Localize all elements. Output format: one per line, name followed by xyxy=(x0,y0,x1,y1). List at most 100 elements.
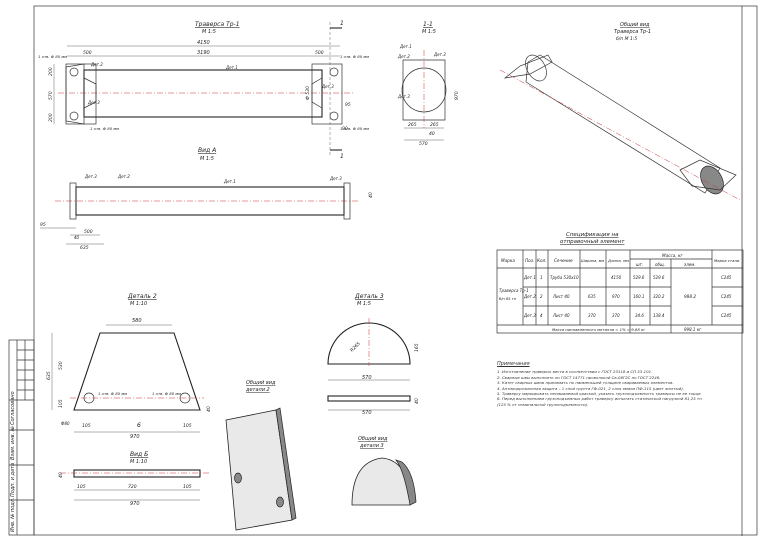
dim-570-main: 570 xyxy=(48,91,54,100)
dim-f80-det2: Ф80 xyxy=(61,421,70,426)
hole-label-tl: 1 отв. Ф 80 мм xyxy=(38,54,67,59)
dim-970-sec: 970 xyxy=(454,91,460,100)
iso-pipe-end xyxy=(700,165,724,195)
dim-40-sec: 40 xyxy=(429,131,435,137)
svg-text:635: 635 xyxy=(588,294,596,299)
pipe-body xyxy=(83,69,323,118)
spec-h-mass: Масса, кг xyxy=(662,253,684,258)
notes-block: Примечания 1. Изготовление траверсы вест… xyxy=(497,361,759,407)
svg-text:С245: С245 xyxy=(721,275,732,280)
svg-text:529.6: 529.6 xyxy=(653,275,665,280)
dim-200-top: 200 xyxy=(48,67,54,76)
det2-scale: М 1:10 xyxy=(130,301,147,307)
spec-title2: отправочный элемент xyxy=(560,239,625,245)
right-hole-bottom xyxy=(329,111,339,121)
spec-element-mark2: б/п 65 тн xyxy=(499,297,517,301)
spec-h-qty: Кол. xyxy=(537,258,547,263)
left-hole-top xyxy=(69,67,79,77)
det2-iso-hole-r xyxy=(276,496,284,508)
dim-95-main: 95 xyxy=(345,102,351,108)
label-det1-va: Дет.1 xyxy=(223,179,236,184)
spec-h-mark: Марка xyxy=(501,258,515,263)
stamp-inv-orig: Инв. № подл. xyxy=(10,498,16,533)
det3-iso-title: Общий вид xyxy=(358,436,388,442)
det2-iso-title: Общий вид xyxy=(246,380,276,386)
spec-element-mark: Траверса Тр-1 xyxy=(499,288,529,293)
section-mark-bot: 1 xyxy=(340,153,344,160)
det2-iso-sub: детали 2 xyxy=(245,387,270,393)
svg-text:970: 970 xyxy=(612,294,620,299)
section-plate xyxy=(402,59,446,121)
dim-265-right: 265 xyxy=(430,122,439,128)
note-item: (125 % от номинальной грузоподъемности). xyxy=(497,401,589,407)
det3-plate xyxy=(327,322,411,365)
dim-720-vb: 720 xyxy=(128,484,137,490)
note-item: 6. Перед выполнением грузоподъемных рабо… xyxy=(497,396,702,402)
main-view: Траверса Тр-1 М 1:5 4150 3190 500 500 1 … xyxy=(38,20,369,160)
svg-text:138.4: 138.4 xyxy=(653,313,665,318)
dim-200-bot: 200 xyxy=(48,113,54,122)
det3-title: Деталь 3 xyxy=(354,293,384,300)
dim-3190: 3190 xyxy=(197,50,210,56)
dim-105-vb-l: 105 xyxy=(77,484,86,490)
label-det3-main-r: Дет.3 xyxy=(321,84,334,89)
det3-scale: М 1:5 xyxy=(357,301,371,307)
dim-40-va-r: 40 xyxy=(368,192,374,198)
dim-265-left: 265 xyxy=(408,122,417,128)
hole-label-br: 1 отв. Ф 80 мм xyxy=(340,126,369,131)
dim-105-det2-r: 105 xyxy=(183,423,192,429)
stamp-agreed: Согласовано xyxy=(10,391,16,425)
section-pipe xyxy=(401,67,447,113)
svg-text:1: 1 xyxy=(540,275,543,280)
spec-h-elem: элем. xyxy=(684,262,696,267)
dim-r265-det3: R265 xyxy=(349,341,362,354)
svg-text:Лист 40: Лист 40 xyxy=(552,294,570,299)
dim-530-det2: 530 xyxy=(58,361,64,370)
dim-40-vb: 40 xyxy=(58,472,64,478)
svg-text:Дет.2: Дет.2 xyxy=(523,294,536,299)
svg-text:Труба 530х10: Труба 530х10 xyxy=(550,275,579,280)
iso-main-sub: Траверса Тр-1 xyxy=(614,29,651,35)
label-det2-va: Дет.2 xyxy=(117,174,130,179)
spec-row: Дет.1 1 Труба 530х10 4150 529.6 529.6 С2… xyxy=(523,275,732,280)
section-view-scale: М 1:5 xyxy=(422,29,436,35)
dim-90-main: 90 xyxy=(342,126,348,132)
dim-95-va: 95 xyxy=(40,222,46,228)
spec-h-pc: шт. xyxy=(636,262,643,267)
note-item: 1. Изготовление траверсы вести в соответ… xyxy=(497,369,653,375)
det2-plate xyxy=(73,332,201,411)
det2-hole-label-l: 1 отв. Ф 80 мм xyxy=(98,391,127,396)
iso-main-title: Общий вид xyxy=(620,22,650,28)
view-a-title: Вид А xyxy=(198,147,216,154)
label-det3-sec: Дет.3 xyxy=(433,52,446,57)
spec-table: Спецификация на отправочный элемент Марк… xyxy=(496,232,744,334)
svg-text:529.6: 529.6 xyxy=(633,275,645,280)
det2-iso: Общий вид детали 2 xyxy=(225,380,297,531)
iso-right-plate xyxy=(679,159,737,191)
view-a-right-plate xyxy=(343,182,351,220)
dim-40-det2: 40 xyxy=(206,406,212,412)
dim-105-vb-r: 105 xyxy=(183,484,192,490)
dim-570-sec: 570 xyxy=(419,141,428,147)
iso-main-scale: б/п М 1:5 xyxy=(616,36,637,42)
view-a-left-plate xyxy=(69,182,77,220)
svg-text:370: 370 xyxy=(588,313,596,318)
left-hole-bottom xyxy=(69,111,79,121)
svg-text:С245: С245 xyxy=(721,313,732,318)
spec-elem-mass: 988.2 xyxy=(684,294,696,299)
dim-500-left: 500 xyxy=(83,50,92,56)
spec-h-steel: Марка стали xyxy=(714,258,740,263)
svg-text:С245: С245 xyxy=(721,294,732,299)
label-det3-va: Дет.3 xyxy=(84,174,97,179)
dim-970-vb: 970 xyxy=(130,501,140,507)
note-item: 2. Сварные швы выполнить по ГОСТ 14771 п… xyxy=(497,374,661,380)
spec-row: Дет.2 2 Лист 40 635 970 160.1 320.2 С245 xyxy=(523,294,732,299)
label-det1-sec: Дет.1 xyxy=(399,44,412,49)
dim-635-det2: 635 xyxy=(46,371,52,380)
dim-635-va: 635 xyxy=(80,245,89,251)
label-det2-sec: Дет.2 xyxy=(397,54,410,59)
dim-40-det3: 40 xyxy=(414,398,420,404)
label-det3-sec-b: Дет.3 xyxy=(397,94,410,99)
